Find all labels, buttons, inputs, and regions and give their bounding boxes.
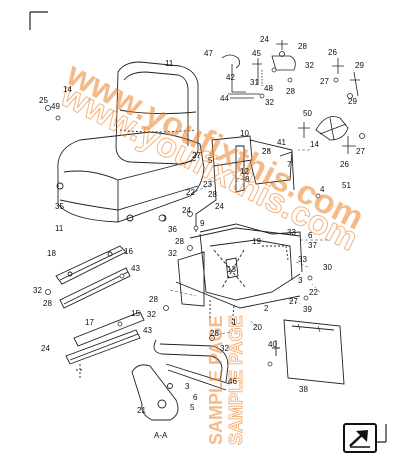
callout-number: 8: [245, 175, 250, 184]
callout-number: 3: [185, 382, 190, 391]
callout-number: 14: [63, 85, 72, 94]
callout-number: 38: [299, 385, 308, 394]
callout-number: 19: [252, 237, 261, 246]
callout-number: 32: [265, 98, 274, 107]
callout-number: 13: [227, 265, 236, 274]
callout-number: 23: [203, 180, 212, 189]
callout-number: 32: [220, 344, 229, 353]
callout-number: 33: [298, 255, 307, 264]
callout-number: 40: [268, 340, 277, 349]
callout-number: 27: [356, 147, 365, 156]
callout-number: 27: [320, 77, 329, 86]
callout-number: 28: [298, 42, 307, 51]
callout-number: 15: [131, 309, 140, 318]
callout-number: 39: [303, 305, 312, 314]
callout-number: 6: [308, 231, 313, 240]
callout-number: 28: [149, 295, 158, 304]
callout-number: 28: [286, 87, 295, 96]
callout-number: 10: [240, 129, 249, 138]
seat-frame-and-suspension: [175, 135, 303, 327]
callout-number: 32: [305, 61, 314, 70]
callout-number: 49: [51, 102, 60, 111]
callout-number: 30: [323, 263, 332, 272]
callout-number: 25: [39, 96, 48, 105]
callout-number: 42: [226, 73, 235, 82]
callout-number: 5: [190, 403, 195, 412]
slide-rails: [55, 245, 145, 378]
callout-number: 26: [340, 160, 349, 169]
callout-number: 45: [252, 49, 261, 58]
callout-number: 6: [193, 393, 198, 402]
callout-number: 21: [137, 406, 146, 415]
callout-number: 22: [186, 188, 195, 197]
callout-number: 18: [47, 249, 56, 258]
callout-number: 51: [342, 181, 351, 190]
callout-number: 27: [192, 151, 201, 160]
callout-number: 28: [43, 299, 52, 308]
callout-number: 50: [303, 109, 312, 118]
headrest-bracket-parts: [221, 40, 360, 99]
callout-number: 46: [228, 377, 237, 386]
callout-number: 37: [308, 241, 317, 250]
callout-number: 35: [55, 202, 64, 211]
callout-number: 27: [289, 297, 298, 306]
callout-number: 24: [182, 206, 191, 215]
next-page-button[interactable]: [343, 423, 377, 453]
mounting-bars-and-plate: [131, 319, 345, 421]
callout-number: 28: [262, 147, 271, 156]
callout-number: 43: [143, 326, 152, 335]
callout-number: 29: [355, 61, 364, 70]
callout-number: 43: [131, 264, 140, 273]
callout-number: 36: [168, 225, 177, 234]
callout-number: 32: [147, 310, 156, 319]
callout-number: 5: [208, 156, 213, 165]
callout-number: 3: [298, 276, 303, 285]
callout-number: 28: [175, 237, 184, 246]
callout-number: 7: [287, 160, 292, 169]
callout-number: 1: [232, 318, 237, 327]
callout-number: 28: [210, 329, 219, 338]
callout-number: 20: [253, 323, 262, 332]
callout-number: 16: [124, 247, 133, 256]
callout-number: 32: [168, 249, 177, 258]
callout-number: 9: [200, 219, 205, 228]
callout-number: 22: [309, 288, 318, 297]
callout-number: 24: [260, 35, 269, 44]
callout-number: 2: [264, 304, 269, 313]
callout-number: 28: [208, 190, 217, 199]
callout-number: 44: [220, 94, 229, 103]
callout-number: 31: [250, 78, 259, 87]
seat-cushion-and-back: [56, 61, 205, 223]
fasteners: [45, 67, 339, 367]
callout-number: 32: [33, 286, 42, 295]
callout-number: 17: [85, 318, 94, 327]
callout-number: 11: [165, 59, 174, 68]
callout-number: 24: [41, 344, 50, 353]
callout-number: 41: [277, 138, 286, 147]
callout-number: 29: [348, 97, 357, 106]
callout-number: 11: [55, 224, 64, 233]
arrow-next-icon: [349, 430, 370, 448]
callout-number: 12: [240, 167, 249, 176]
callout-number: 47: [204, 49, 213, 58]
callout-number: 14: [310, 140, 319, 149]
callout-number: 24: [215, 202, 224, 211]
section-label: A-A: [154, 431, 168, 440]
callout-number: 4: [320, 185, 325, 194]
callout-number: 26: [328, 48, 337, 57]
leader-lines: [169, 147, 328, 337]
callout-number: 33: [287, 228, 296, 237]
callout-number: 48: [264, 84, 273, 93]
armrest-and-seatbelt: [298, 93, 365, 154]
